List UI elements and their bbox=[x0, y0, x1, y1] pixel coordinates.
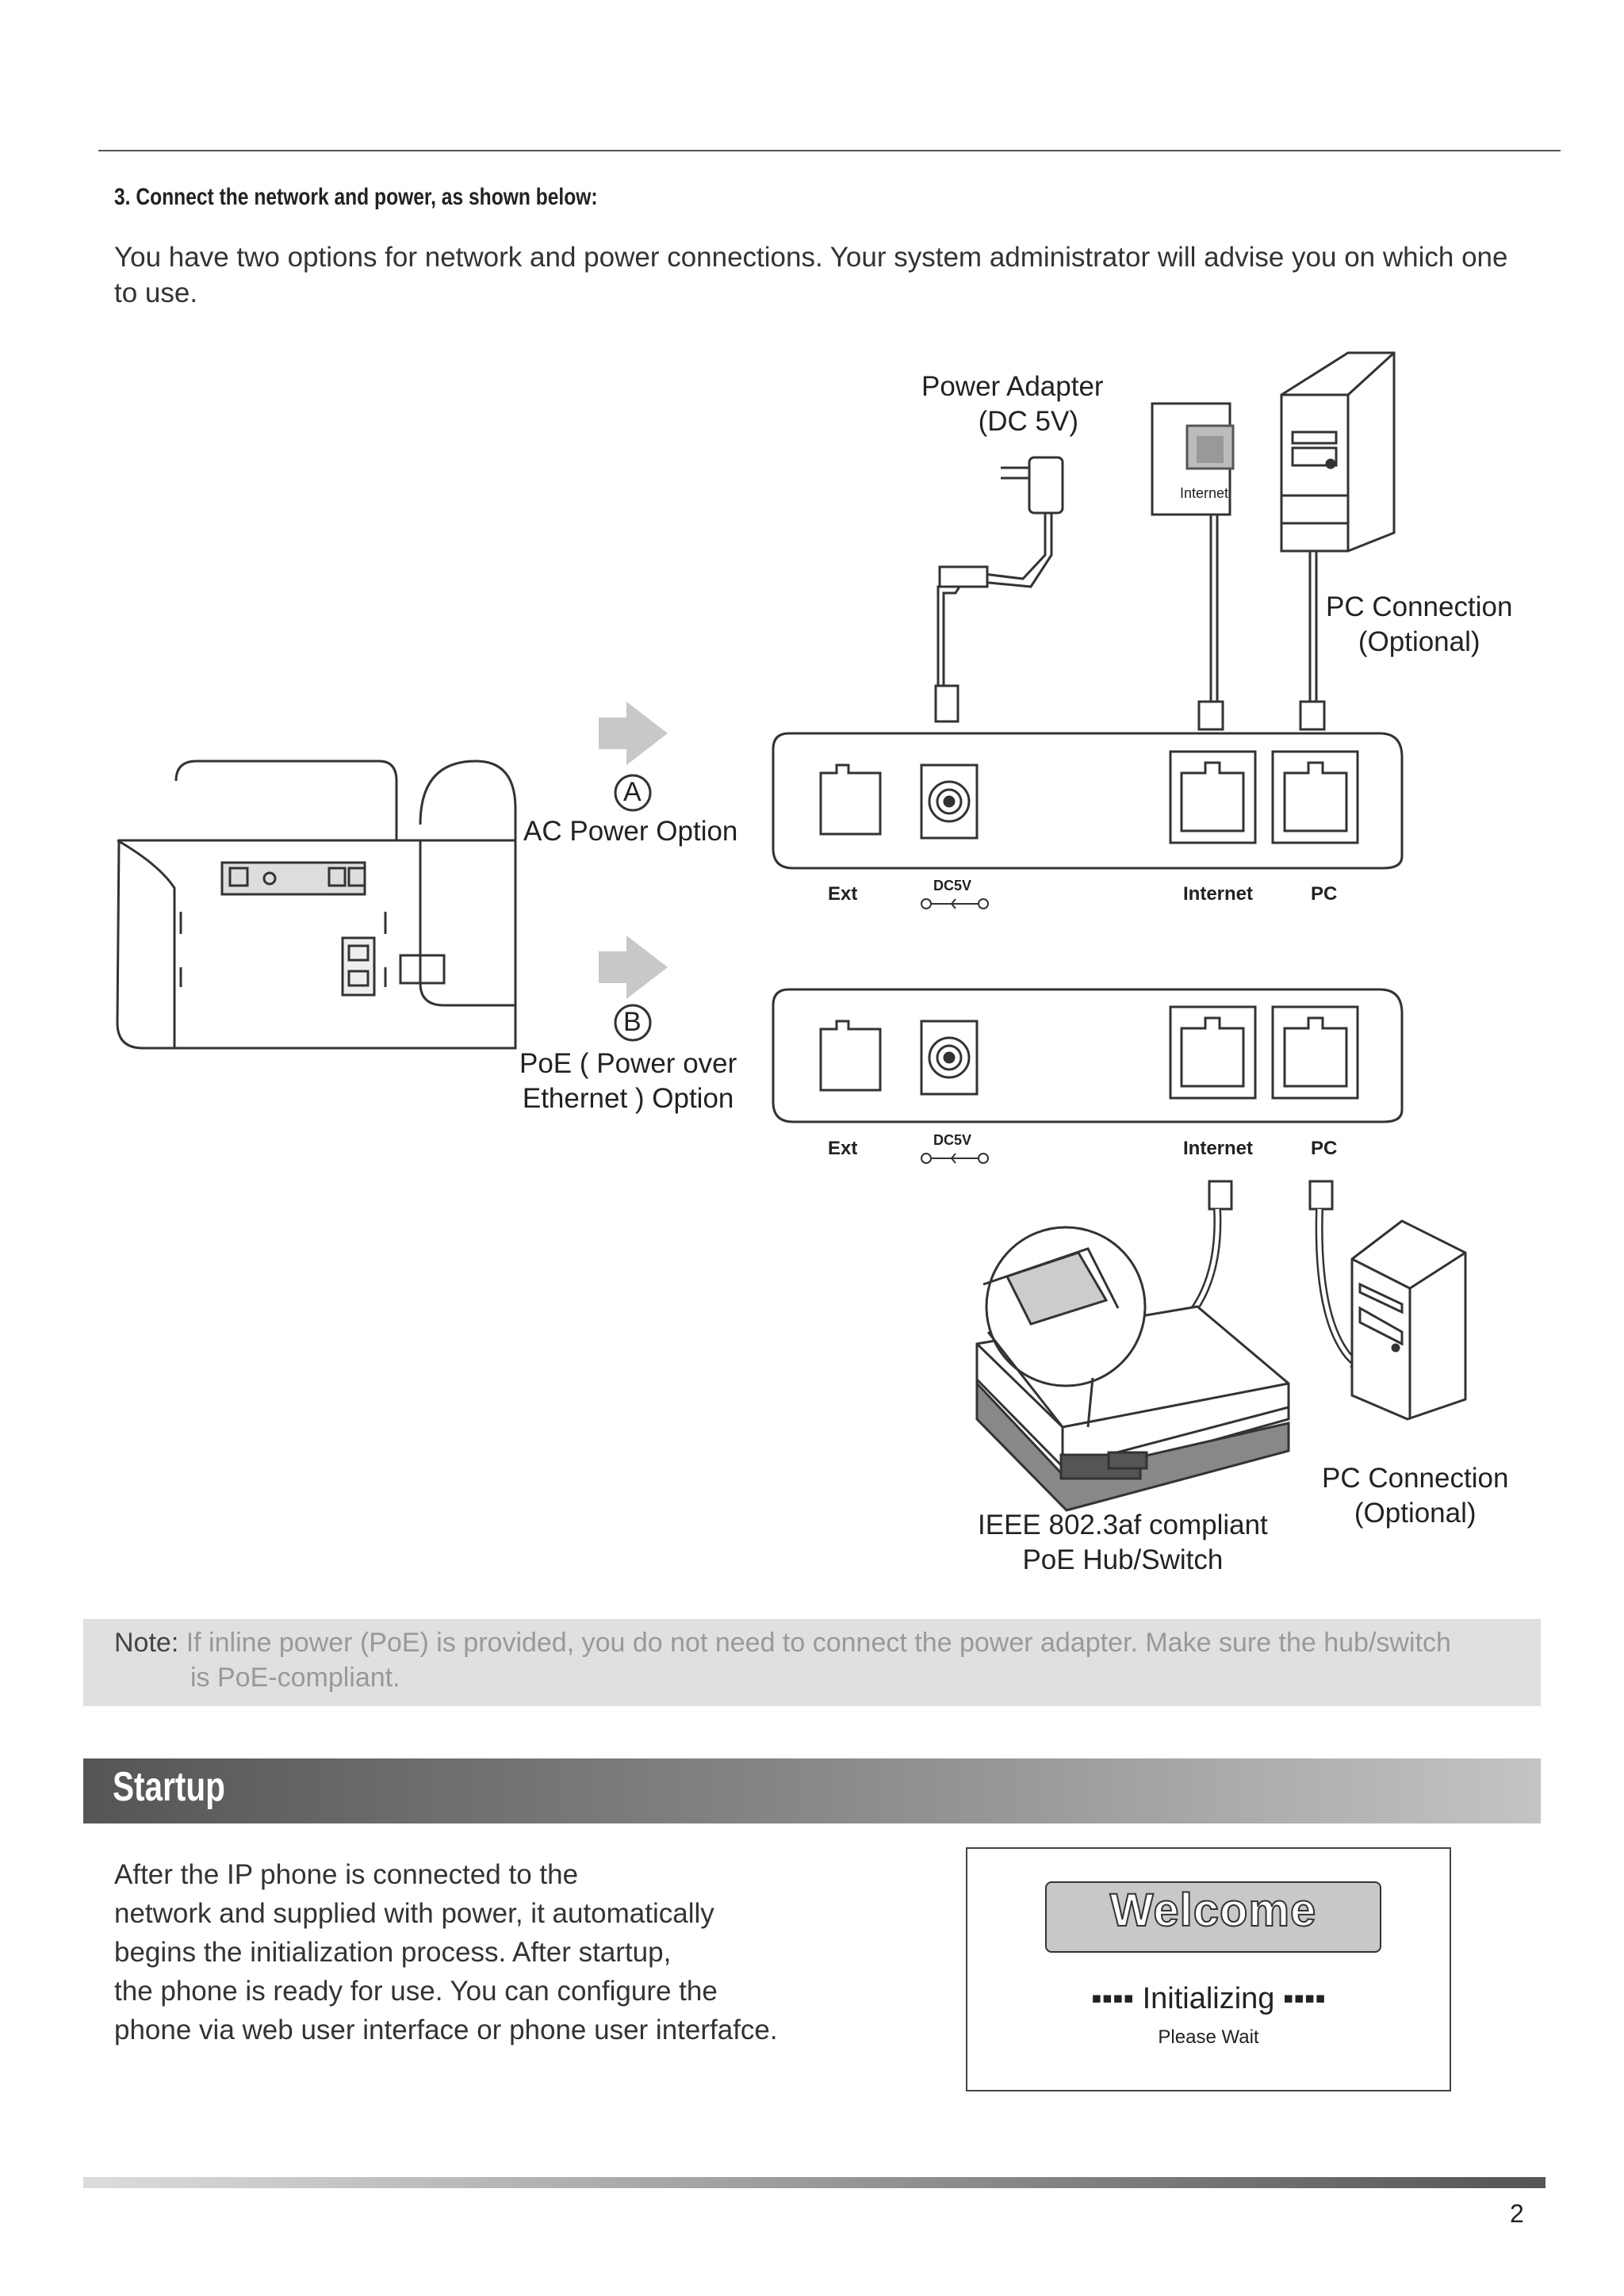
poe-switch-label: IEEE 802.3af compliant PoE Hub/Switch bbox=[978, 1510, 1268, 1575]
port-internet-b: Internet bbox=[1183, 1138, 1254, 1159]
welcome-bar bbox=[1045, 1881, 1381, 1953]
startup-line: After the IP phone is connected to the bbox=[114, 1859, 579, 1890]
initializing-text: ▪▪▪▪ Initializing ▪▪▪▪ bbox=[1091, 1982, 1326, 2015]
startup-line: begins the initialization process. After… bbox=[114, 1937, 672, 1968]
option-a-label: AC Power Option bbox=[523, 816, 738, 847]
welcome-text: Welcome bbox=[1109, 1884, 1317, 1937]
port-internet-a: Internet bbox=[1183, 883, 1254, 905]
arrow-b-icon bbox=[599, 936, 668, 999]
port-pc-a: PC bbox=[1311, 883, 1338, 905]
phone-port-panel-b bbox=[772, 988, 1404, 1123]
power-adapter-icon bbox=[934, 456, 1064, 723]
step-heading: 3. Connect the network and power, as sho… bbox=[114, 184, 598, 210]
startup-banner bbox=[83, 1758, 1541, 1823]
pc-tower-top-icon bbox=[1280, 351, 1396, 553]
header-rule bbox=[98, 150, 1561, 151]
wall-jack-icon bbox=[1151, 402, 1235, 516]
phone-port-panel-a bbox=[772, 732, 1404, 870]
option-b-circle bbox=[614, 1004, 652, 1042]
option-b-label: PoE ( Power over Ethernet ) Option bbox=[519, 1048, 737, 1114]
footer-rule bbox=[83, 2177, 1545, 2188]
option-a-circle bbox=[614, 774, 652, 812]
port-dc-b: DC5V bbox=[933, 1132, 972, 1148]
note-line-1: If inline power (PoE) is provided, you d… bbox=[186, 1628, 1451, 1658]
startup-line: the phone is ready for use. You can conf… bbox=[114, 1976, 718, 2007]
port-dc-a: DC5V bbox=[933, 878, 972, 894]
option-b-letter: B bbox=[623, 1007, 642, 1037]
port-pc-b: PC bbox=[1311, 1138, 1338, 1159]
port-ext-b: Ext bbox=[828, 1138, 858, 1159]
startup-line: network and supplied with power, it auto… bbox=[114, 1898, 714, 1929]
power-adapter-label: Power Adapter (DC 5V) bbox=[921, 371, 1104, 437]
note-box bbox=[83, 1619, 1541, 1706]
dc-symbol-b bbox=[921, 1153, 989, 1164]
ip-phone-back-icon bbox=[116, 760, 517, 1050]
note-text: Note: If inline power (PoE) is provided,… bbox=[114, 1625, 1510, 1695]
page-number: 2 bbox=[1510, 2199, 1524, 2228]
wall-jack-label: Internet bbox=[1180, 485, 1229, 501]
startup-line: phone via web user interface or phone us… bbox=[114, 2015, 778, 2045]
dc-symbol-a bbox=[921, 898, 989, 909]
note-line-2: is PoE-compliant. bbox=[190, 1663, 400, 1693]
please-wait-text: Please Wait bbox=[1158, 2026, 1259, 2048]
poe-switch-icon bbox=[975, 1226, 1290, 1512]
pc-connection-top-label: PC Connection (Optional) bbox=[1326, 591, 1513, 657]
port-ext-a: Ext bbox=[828, 883, 858, 905]
startup-title: Startup bbox=[113, 1764, 225, 1810]
option-a-letter: A bbox=[623, 777, 642, 807]
connection-diagram bbox=[116, 351, 1467, 1512]
pc-connection-bottom-label: PC Connection (Optional) bbox=[1322, 1463, 1509, 1529]
note-label: Note: bbox=[114, 1628, 179, 1658]
startup-paragraph: After the IP phone is connected to the n… bbox=[114, 1855, 868, 2049]
intro-paragraph: You have two options for network and pow… bbox=[114, 242, 1508, 308]
pc-tower-bottom-icon bbox=[1350, 1219, 1467, 1421]
arrow-a-icon bbox=[599, 702, 668, 765]
